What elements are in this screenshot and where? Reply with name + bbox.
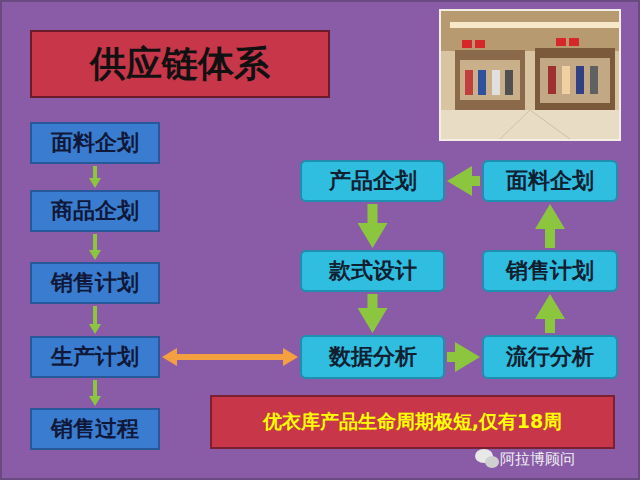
box-label: 销售过程 — [51, 414, 139, 444]
box-label: 商品企划 — [51, 196, 139, 226]
box-label: 款式设计 — [329, 256, 417, 286]
flow-arrow — [93, 234, 97, 255]
title-text: 供应链体系 — [90, 40, 270, 89]
box-label: 面料企划 — [51, 128, 139, 158]
title-box: 供应链体系 — [30, 30, 330, 98]
watermark: 阿拉博顾问 — [500, 450, 575, 469]
process-box: 面料企划 — [30, 122, 160, 164]
flow-arrow — [460, 176, 480, 186]
box-label: 面料企划 — [506, 166, 594, 196]
flow-arrow — [545, 307, 555, 333]
process-box: 面料企划 — [482, 160, 618, 202]
flow-arrow — [368, 204, 378, 235]
process-box: 流行分析 — [482, 335, 618, 379]
box-label: 流行分析 — [506, 342, 594, 372]
flow-arrow — [93, 166, 97, 183]
box-label: 产品企划 — [329, 166, 417, 196]
box-label: 生产计划 — [51, 342, 139, 372]
process-box: 数据分析 — [300, 335, 445, 379]
process-box: 产品企划 — [300, 160, 445, 202]
flow-arrow — [447, 352, 467, 362]
box-label: 销售计划 — [51, 268, 139, 298]
note-box: 优衣库产品生命周期极短,仅有18周 — [210, 395, 615, 449]
box-label: 优衣库产品生命周期极短,仅有18周 — [263, 409, 563, 435]
flow-arrow — [368, 294, 378, 320]
process-box: 销售过程 — [30, 408, 160, 450]
box-label: 数据分析 — [329, 342, 417, 372]
flow-arrow — [93, 306, 97, 329]
box-label: 销售计划 — [506, 256, 594, 286]
process-box: 款式设计 — [300, 250, 445, 292]
wechat-icon — [475, 449, 499, 468]
process-box: 商品企划 — [30, 190, 160, 232]
double-arrow — [170, 354, 290, 360]
process-box: 销售计划 — [482, 250, 618, 292]
store-photo — [440, 10, 620, 140]
process-box: 销售计划 — [30, 262, 160, 304]
flow-arrow — [93, 380, 97, 401]
process-box: 生产计划 — [30, 336, 160, 378]
flow-arrow — [545, 217, 555, 248]
